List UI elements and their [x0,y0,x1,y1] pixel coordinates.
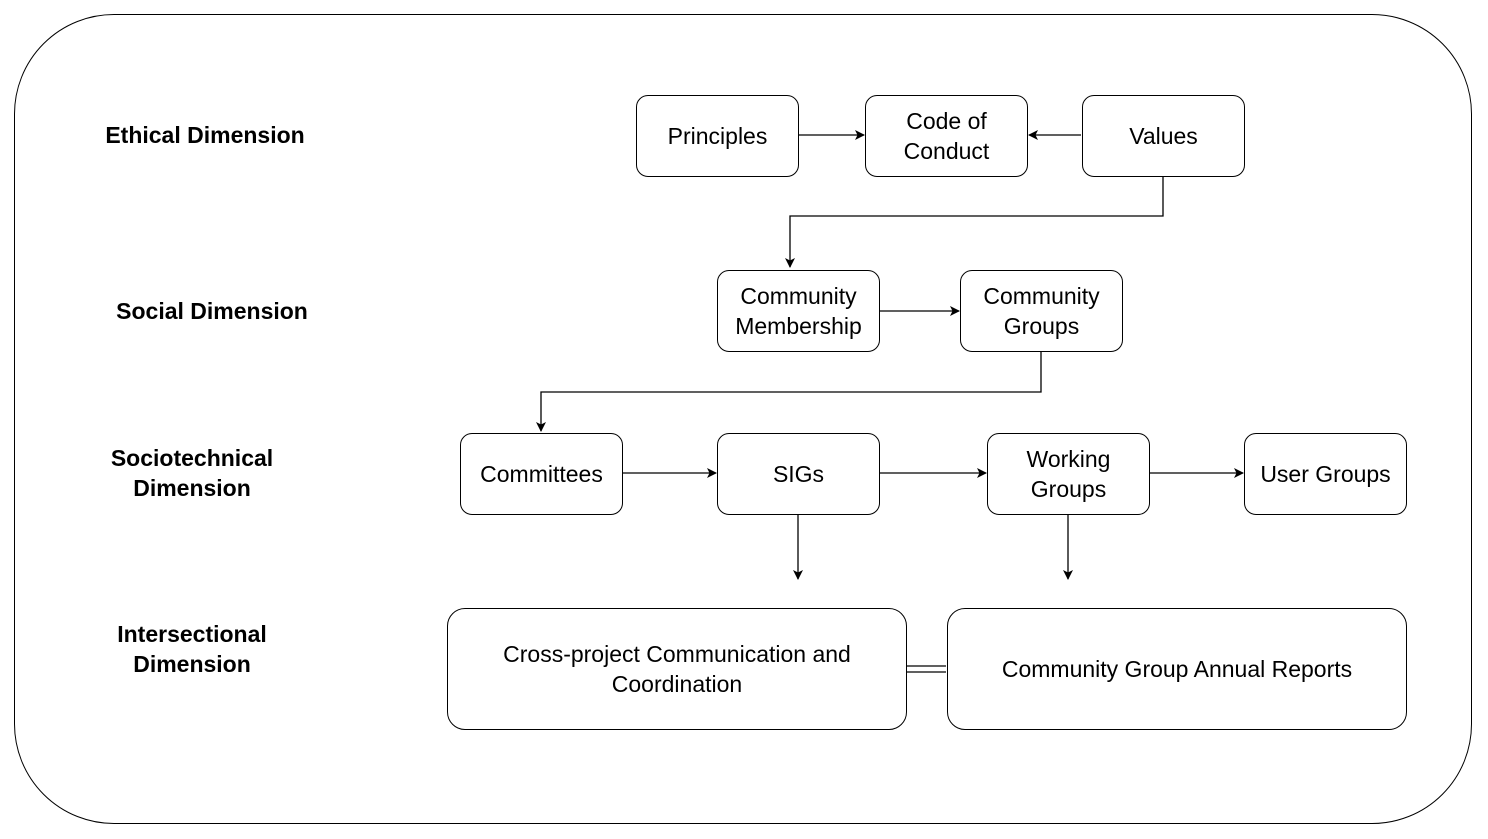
community-groups-line-1: Community [983,283,1100,309]
social-dimension-text: Social Dimension [116,298,308,324]
code-of-conduct-node: Code of Conduct [865,95,1028,177]
sigs-text: SIGs [772,461,825,487]
committees-text: Committees [480,461,603,487]
community-groups-line-2: Groups [1003,313,1080,339]
values-node: Values [1082,95,1245,177]
working-groups-node: Working Groups [987,433,1150,515]
community-membership-line-2: Membership [735,313,862,339]
ethical-dimension-text: Ethical Dimension [105,122,305,148]
cross-project-line-1: Cross-project Communication and [503,641,851,667]
principles-text: Principles [667,123,768,149]
user-groups-node: User Groups [1244,433,1407,515]
working-groups-line-1: Working [1026,446,1111,472]
ethical-dimension-label: Ethical Dimension [105,120,304,150]
code-of-conduct-line-2: Conduct [903,138,990,164]
code-of-conduct-line-1: Code of [906,108,987,134]
principles-node: Principles [636,95,799,177]
values-text: Values [1129,123,1198,149]
annual-reports-text: Community Group Annual Reports [1001,656,1353,682]
sigs-node: SIGs [717,433,880,515]
annual-reports-node: Community Group Annual Reports [947,608,1407,730]
community-membership-line-1: Community [740,283,857,309]
user-groups-text: User Groups [1260,461,1391,487]
sociotechnical-dimension-line-2: Dimension [133,475,251,501]
committees-node: Committees [460,433,623,515]
community-membership-node: Community Membership [717,270,880,352]
outer-frame [14,14,1472,824]
community-groups-node: Community Groups [960,270,1123,352]
social-dimension-label: Social Dimension [116,296,308,326]
sociotechnical-dimension-line-1: Sociotechnical [110,445,274,471]
cross-project-node: Cross-project Communication and Coordina… [447,608,907,730]
intersectional-dimension-label: Intersectional Dimension [117,619,267,679]
working-groups-line-2: Groups [1030,476,1107,502]
intersectional-dimension-line-2: Dimension [133,651,251,677]
sociotechnical-dimension-label: Sociotechnical Dimension [111,443,273,503]
cross-project-line-2: Coordination [611,671,743,697]
intersectional-dimension-line-1: Intersectional [117,621,267,647]
